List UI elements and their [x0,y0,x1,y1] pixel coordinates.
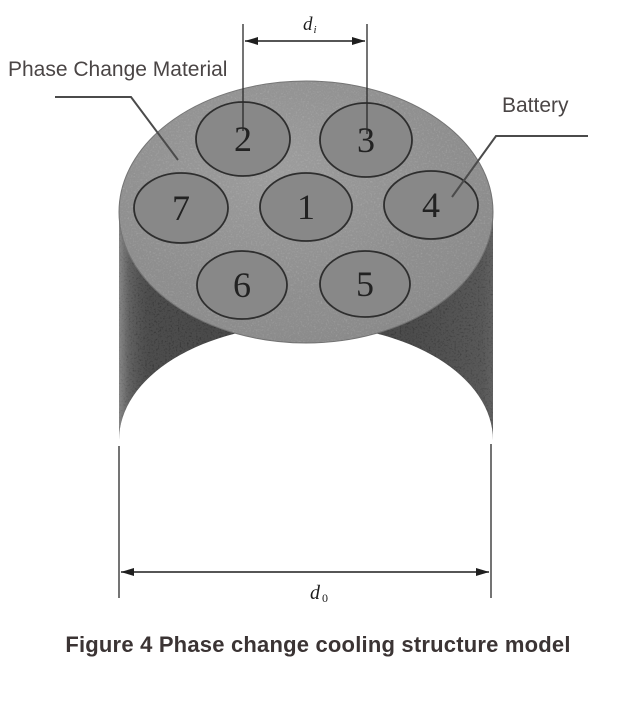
inner-diameter-dimension: d i [242,14,368,134]
battery-cell-5-number: 5 [356,264,374,304]
outer-diameter-dimension: d 0 [118,444,492,605]
battery-label: Battery [502,94,569,117]
di-symbol: d [303,14,313,35]
battery-cell-1-number: 1 [297,187,315,227]
battery-cell-2-number: 2 [234,119,252,159]
phase-change-structure-diagram: 1 2 3 4 5 6 7 [8,14,588,605]
pcm-annotation: Phase Change Material [8,58,227,161]
battery-leader-line [451,135,588,198]
battery-cell-5-ellipse [319,250,411,318]
battery-cell-3: 3 [319,102,413,178]
pcm-leader-line [55,96,179,161]
battery-cell-4-number: 4 [422,185,440,225]
d0-symbol: d [310,582,321,604]
di-subscript: i [314,24,317,36]
battery-cells: 1 2 3 4 5 6 7 [133,101,479,320]
pcm-label: Phase Change Material [8,58,227,81]
battery-cell-4: 4 [383,170,479,240]
battery-cell-6-number: 6 [233,265,251,305]
battery-cell-6: 6 [196,250,288,320]
battery-cell-6-ellipse [196,250,288,320]
battery-cell-7: 7 [133,172,229,244]
battery-cell-4-ellipse [383,170,479,240]
battery-cell-7-ellipse [133,172,229,244]
d0-subscript: 0 [322,591,328,605]
battery-cell-1-ellipse [259,172,353,242]
battery-cell-3-ellipse [319,102,413,178]
battery-cell-1: 1 [259,172,353,242]
figure-caption: Figure 4 Phase change cooling structure … [65,632,571,657]
battery-cell-5: 5 [319,250,411,318]
battery-cell-3-number: 3 [357,120,375,160]
pcm-cylinder [118,80,494,440]
battery-cell-7-number: 7 [172,188,190,228]
battery-annotation: Battery [451,94,588,198]
